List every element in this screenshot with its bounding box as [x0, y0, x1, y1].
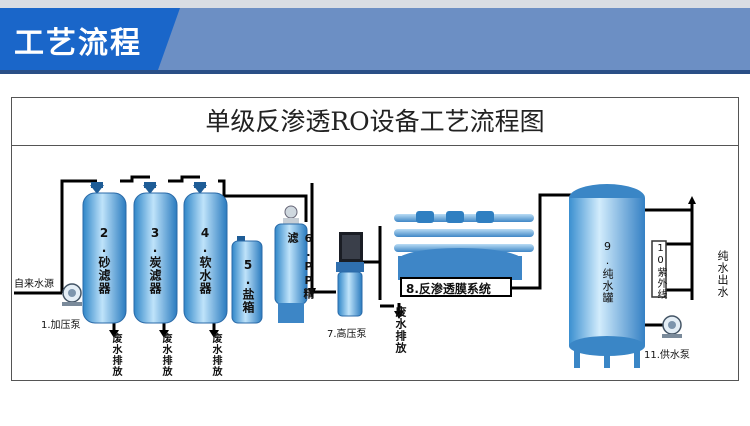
pipes [14, 175, 694, 332]
brine-tank-label: 5.盐箱 [241, 258, 255, 314]
brine-tank [231, 236, 263, 324]
uv-label: 10紫外线 [655, 243, 666, 300]
pp-filter-housing [274, 205, 308, 323]
drain-label-softener: 废水排放 [210, 333, 221, 377]
diagram-title: 单级反渗透RO设备工艺流程图 [12, 98, 738, 146]
product-water-label: 纯水出水 [716, 250, 729, 298]
carbon-filter-tank [133, 182, 178, 324]
ro-drain-label: 废水排放 [394, 306, 407, 354]
pure-tank-label: 9.纯水罐 [601, 240, 614, 304]
booster-pump-icon [62, 283, 82, 306]
sand-filter-tank [82, 182, 127, 324]
drain-label-sand: 废水排放 [110, 333, 121, 377]
booster-pump-label: 1.加压泵 [41, 320, 81, 331]
high-pressure-pump-label: 7.高压泵 [327, 329, 367, 340]
page-title: 工艺流程 [14, 26, 142, 61]
carbon-filter-label: 3.炭滤器 [148, 226, 162, 295]
high-pressure-pump-icon [336, 232, 364, 317]
ro-membrane-system [394, 211, 534, 297]
softener-tank [183, 182, 228, 324]
source-water-label: 自来水源 [14, 279, 54, 290]
pure-water-tank [569, 184, 645, 368]
uv-sterilizer [651, 240, 667, 298]
header-banner [0, 0, 750, 74]
supply-pump-label: 11.供水泵 [644, 350, 690, 361]
supply-pump-icon [662, 315, 682, 338]
sand-filter-label: 2.砂滤器 [97, 226, 111, 295]
ro-system-label: 8.反渗透膜系统 [406, 282, 491, 296]
softener-label: 4.软水器 [198, 226, 212, 295]
drain-label-carbon: 废水排放 [160, 333, 171, 377]
pp-filter-label: 6.PP精滤 [286, 232, 315, 300]
